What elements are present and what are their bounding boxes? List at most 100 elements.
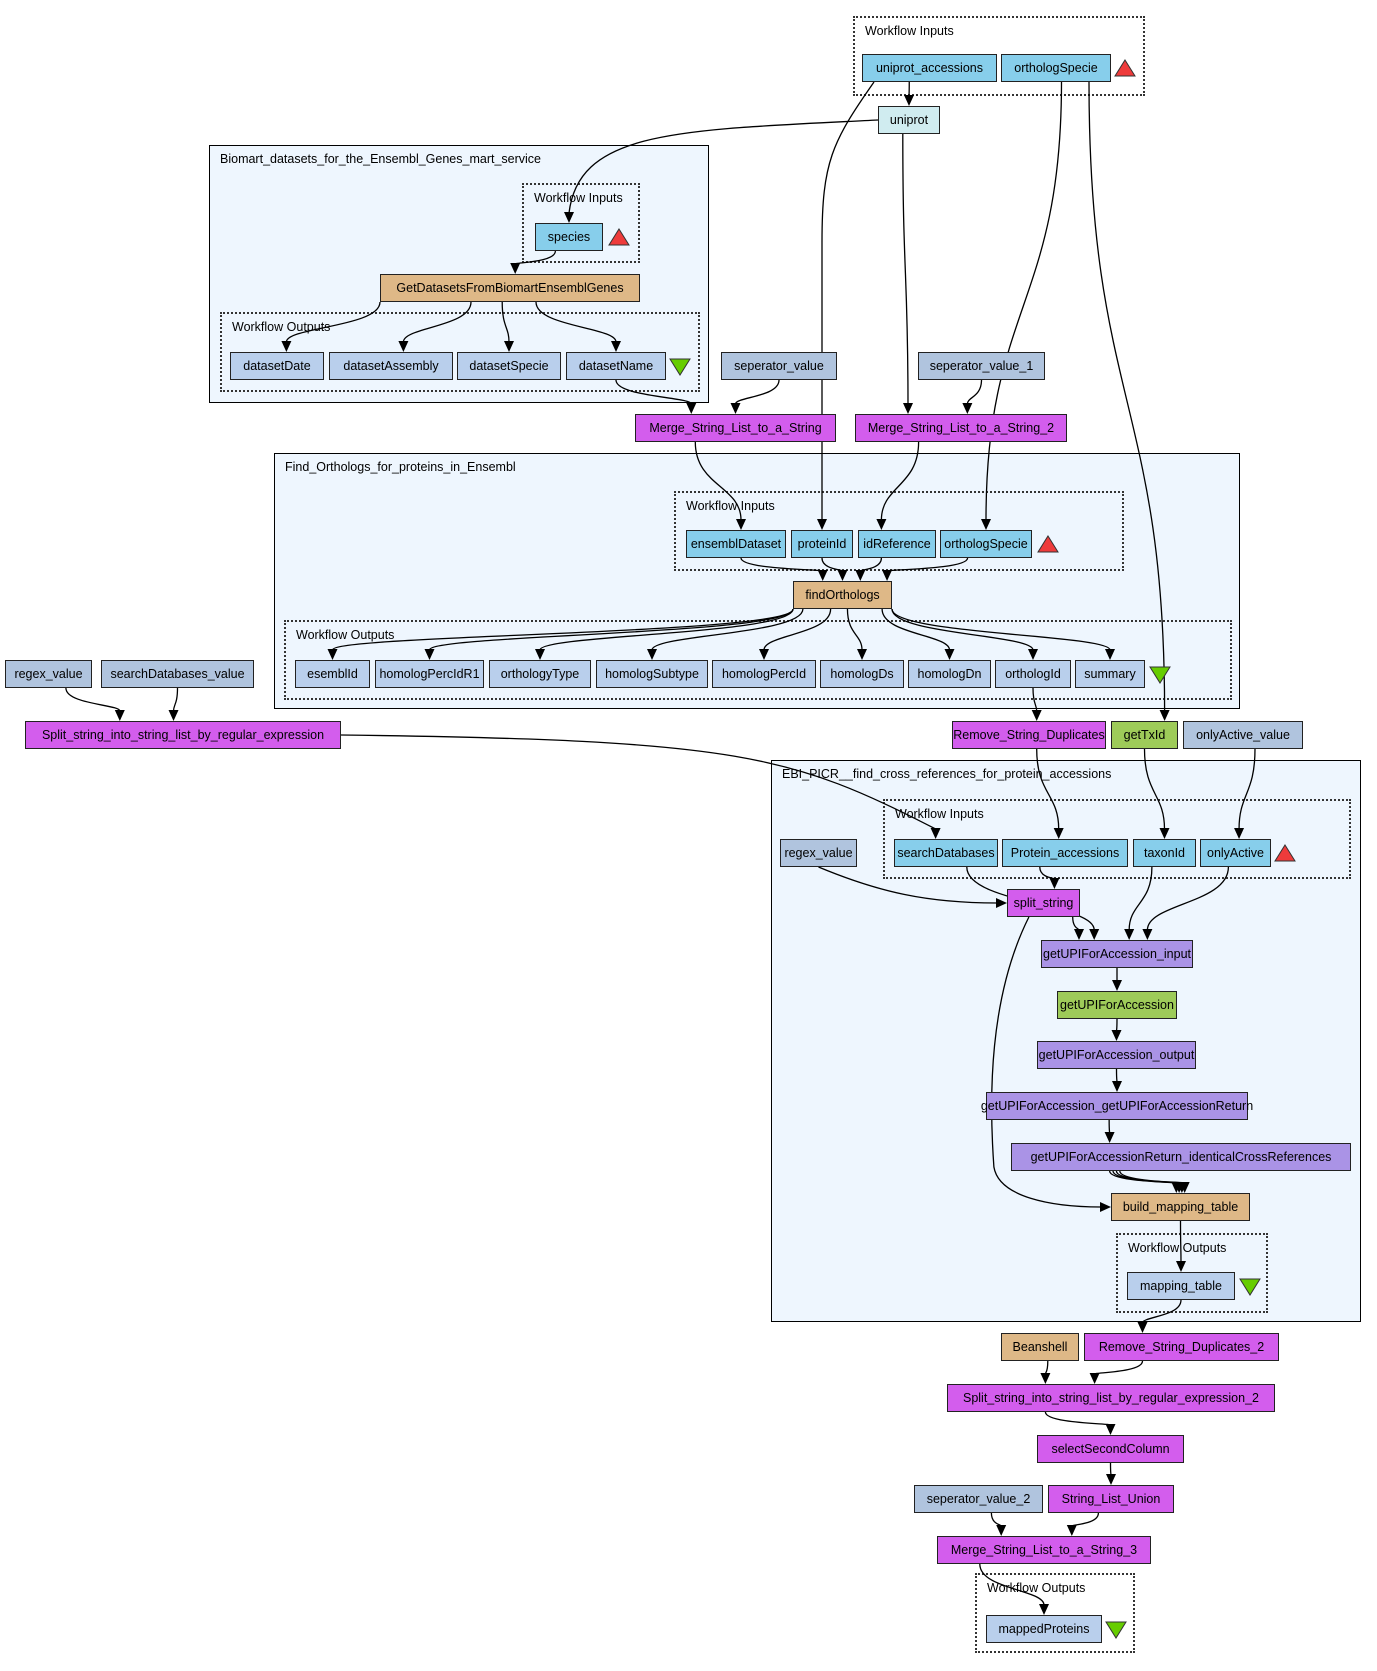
node-protein-id[interactable]: proteinId: [791, 530, 853, 558]
node-only-active-value[interactable]: onlyActive_value: [1183, 721, 1303, 749]
edge-split_regex_2-to-selectSecondColumn: [1044, 1411, 1112, 1426]
arrowhead: [962, 403, 973, 414]
cluster-label: Biomart_datasets_for_the_Ensembl_Genes_m…: [220, 152, 542, 166]
node-merge-string-list-2[interactable]: Merge_String_List_to_a_String_2: [855, 414, 1067, 442]
node-search-databases-value[interactable]: searchDatabases_value: [101, 660, 254, 688]
node-string-list-union[interactable]: String_List_Union: [1048, 1485, 1174, 1513]
arrowhead: [1089, 1373, 1100, 1384]
edge-beanshell-to-split_regex_2: [1044, 1360, 1049, 1375]
node-seperator-value[interactable]: seperator_value: [721, 352, 837, 380]
node-homolog-perc-id-r1[interactable]: homologPercIdR1: [375, 660, 484, 688]
node-get-upi-identical-cross-references[interactable]: getUPIForAccessionReturn_identicalCrossR…: [1011, 1143, 1351, 1171]
arrowhead: [686, 403, 697, 414]
node-dataset-date[interactable]: datasetDate: [230, 352, 324, 380]
output-marker-icon: [1148, 665, 1172, 685]
node-get-upi-for-accession-output[interactable]: getUPIForAccession_output: [1037, 1041, 1196, 1069]
node-ortholog-specie-input[interactable]: orthologSpecie: [1001, 54, 1111, 82]
node-remove-string-duplicates-2[interactable]: Remove_String_Duplicates_2: [1084, 1333, 1279, 1361]
node-homolog-ds[interactable]: homologDs: [820, 660, 904, 688]
node-build-mapping-table[interactable]: build_mapping_table: [1111, 1193, 1250, 1221]
output-marker-icon: [668, 357, 692, 377]
node-get-tx-id[interactable]: getTxId: [1111, 721, 1178, 749]
output-marker-icon: [1104, 1620, 1128, 1640]
node-get-upi-return[interactable]: getUPIForAccession_getUPIForAccessionRet…: [981, 1092, 1253, 1120]
arrowhead: [1105, 1424, 1116, 1435]
cluster-label: EBI_PICR__find_cross_references_for_prot…: [782, 767, 1112, 781]
node-taxon-id[interactable]: taxonId: [1133, 839, 1196, 867]
cluster-label: Workflow Outputs: [232, 320, 331, 334]
node-ensembl-dataset[interactable]: ensemblDataset: [686, 530, 786, 558]
node-seperator-value-1[interactable]: seperator_value_1: [918, 352, 1045, 380]
node-find-orthologs[interactable]: findOrthologs: [793, 581, 892, 609]
edge-string_list_union-to-merge3: [1071, 1512, 1100, 1527]
node-ortholog-id[interactable]: orthologId: [995, 660, 1071, 688]
edge-seperator_value_1-to-merge2: [966, 379, 983, 405]
node-species[interactable]: species: [535, 223, 603, 251]
node-dataset-specie[interactable]: datasetSpecie: [457, 352, 561, 380]
node-split-string[interactable]: split_string: [1007, 889, 1080, 917]
node-get-upi-for-accession[interactable]: getUPIForAccession: [1057, 991, 1177, 1019]
node-merge-string-list-3[interactable]: Merge_String_List_to_a_String_3: [937, 1536, 1151, 1564]
node-merge-string-list[interactable]: Merge_String_List_to_a_String: [635, 414, 836, 442]
output-marker-icon: [1238, 1277, 1262, 1297]
arrowhead: [904, 95, 914, 106]
node-homolog-perc-id[interactable]: homologPercId: [712, 660, 816, 688]
node-esembl-id[interactable]: esemblId: [295, 660, 370, 688]
edge-searchDatabases_value-to-split_regex: [172, 687, 179, 712]
node-homolog-dn[interactable]: homologDn: [908, 660, 991, 688]
node-summary[interactable]: summary: [1075, 660, 1145, 688]
edge-remove_dups_2-to-split_regex_2: [1093, 1360, 1144, 1375]
edge-seperator_value-to-merge1: [734, 379, 780, 405]
node-only-active[interactable]: onlyActive: [1200, 839, 1271, 867]
node-mapping-table[interactable]: mapping_table: [1127, 1272, 1235, 1300]
node-ortholog-specie-inner[interactable]: orthologSpecie: [940, 530, 1032, 558]
node-split-string-regex-2[interactable]: Split_string_into_string_list_by_regular…: [947, 1384, 1275, 1412]
node-remove-string-duplicates[interactable]: Remove_String_Duplicates: [952, 721, 1106, 749]
node-homolog-subtype[interactable]: homologSubtype: [596, 660, 708, 688]
node-dataset-name[interactable]: datasetName: [566, 352, 666, 380]
edge-uniprot-to-merge2: [902, 133, 909, 405]
node-protein-accessions[interactable]: Protein_accessions: [1002, 839, 1128, 867]
edge-selectSecondColumn-to-string_list_union: [1109, 1462, 1112, 1476]
cluster-label: Workflow Inputs: [865, 24, 954, 38]
arrowhead: [114, 710, 125, 721]
cluster-label: Find_Orthologs_for_proteins_in_Ensembl: [285, 460, 516, 474]
arrowhead: [903, 403, 913, 414]
node-mapped-proteins[interactable]: mappedProteins: [986, 1615, 1102, 1643]
input-marker-icon: [1113, 58, 1137, 78]
node-search-databases[interactable]: searchDatabases: [894, 839, 998, 867]
cluster-label: Workflow Outputs: [296, 628, 395, 642]
node-dataset-assembly[interactable]: datasetAssembly: [329, 352, 453, 380]
node-uniprot[interactable]: uniprot: [878, 106, 940, 134]
node-select-second-column[interactable]: selectSecondColumn: [1037, 1435, 1184, 1463]
cluster-label: Workflow Outputs: [1128, 1241, 1227, 1255]
arrowhead: [1106, 1474, 1116, 1485]
node-uniprot-accessions[interactable]: uniprot_accessions: [862, 54, 997, 82]
edge-seperator_value_2-to-merge3: [990, 1512, 1002, 1527]
arrowhead: [1137, 1322, 1148, 1333]
node-get-datasets-from-biomart[interactable]: GetDatasetsFromBiomartEnsemblGenes: [380, 274, 640, 302]
arrowhead: [1066, 1525, 1077, 1536]
input-marker-icon: [607, 227, 631, 247]
node-get-upi-for-accession-input[interactable]: getUPIForAccession_input: [1041, 940, 1193, 968]
input-marker-icon: [1273, 843, 1297, 863]
node-regex-value-inner[interactable]: regex_value: [780, 839, 857, 867]
node-orthology-type[interactable]: orthologyType: [489, 660, 591, 688]
arrowhead: [1031, 710, 1042, 721]
input-marker-icon: [1036, 534, 1060, 554]
cluster-label: Workflow Inputs: [895, 807, 984, 821]
node-regex-value-top[interactable]: regex_value: [5, 660, 92, 688]
cluster-label: Workflow Outputs: [987, 1581, 1086, 1595]
picr-outputs-cluster: Workflow Outputs: [1116, 1233, 1268, 1313]
arrowhead: [168, 710, 179, 721]
arrowhead: [1040, 1373, 1051, 1384]
node-seperator-value-2[interactable]: seperator_value_2: [914, 1485, 1043, 1513]
node-beanshell[interactable]: Beanshell: [1001, 1333, 1079, 1361]
edge-regex_value_top-to-split_regex: [65, 687, 121, 712]
node-id-reference[interactable]: idReference: [858, 530, 936, 558]
cluster-label: Workflow Inputs: [686, 499, 775, 513]
arrowhead: [730, 403, 741, 414]
node-split-string-regex[interactable]: Split_string_into_string_list_by_regular…: [25, 721, 341, 749]
arrowhead: [1159, 710, 1170, 721]
